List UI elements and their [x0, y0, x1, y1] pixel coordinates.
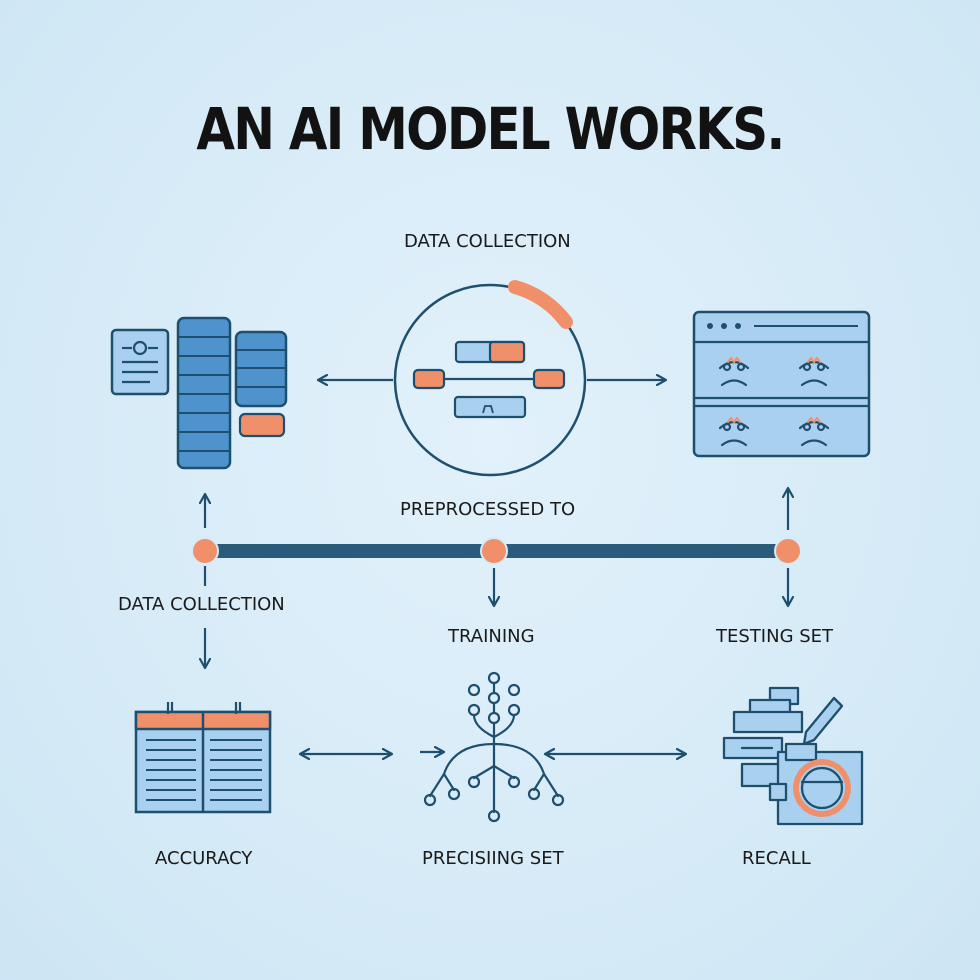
label-accuracy: ACCURACY	[155, 848, 253, 869]
timeline	[191, 537, 802, 565]
label-precisiing-set: PRECISIING SET	[422, 848, 564, 869]
tools-icon	[722, 686, 864, 826]
dashboard-icon	[692, 310, 871, 458]
database-icon	[110, 316, 288, 470]
label-preprocessed-to: PREPROCESSED TO	[400, 499, 576, 520]
label-training: TRAINING	[448, 626, 535, 647]
label-recall: RECALL	[742, 848, 811, 869]
page-title: AN AI MODEL WORKS.	[196, 95, 785, 163]
label-data-collection-left: DATA COLLECTION	[118, 594, 285, 615]
label-testing-set: TESTING SET	[716, 626, 834, 647]
neural-tree-icon	[423, 671, 565, 823]
data-flow-circle-icon	[393, 280, 587, 477]
label-data-collection-top: DATA COLLECTION	[404, 231, 571, 252]
spreadsheet-icon	[134, 702, 272, 814]
